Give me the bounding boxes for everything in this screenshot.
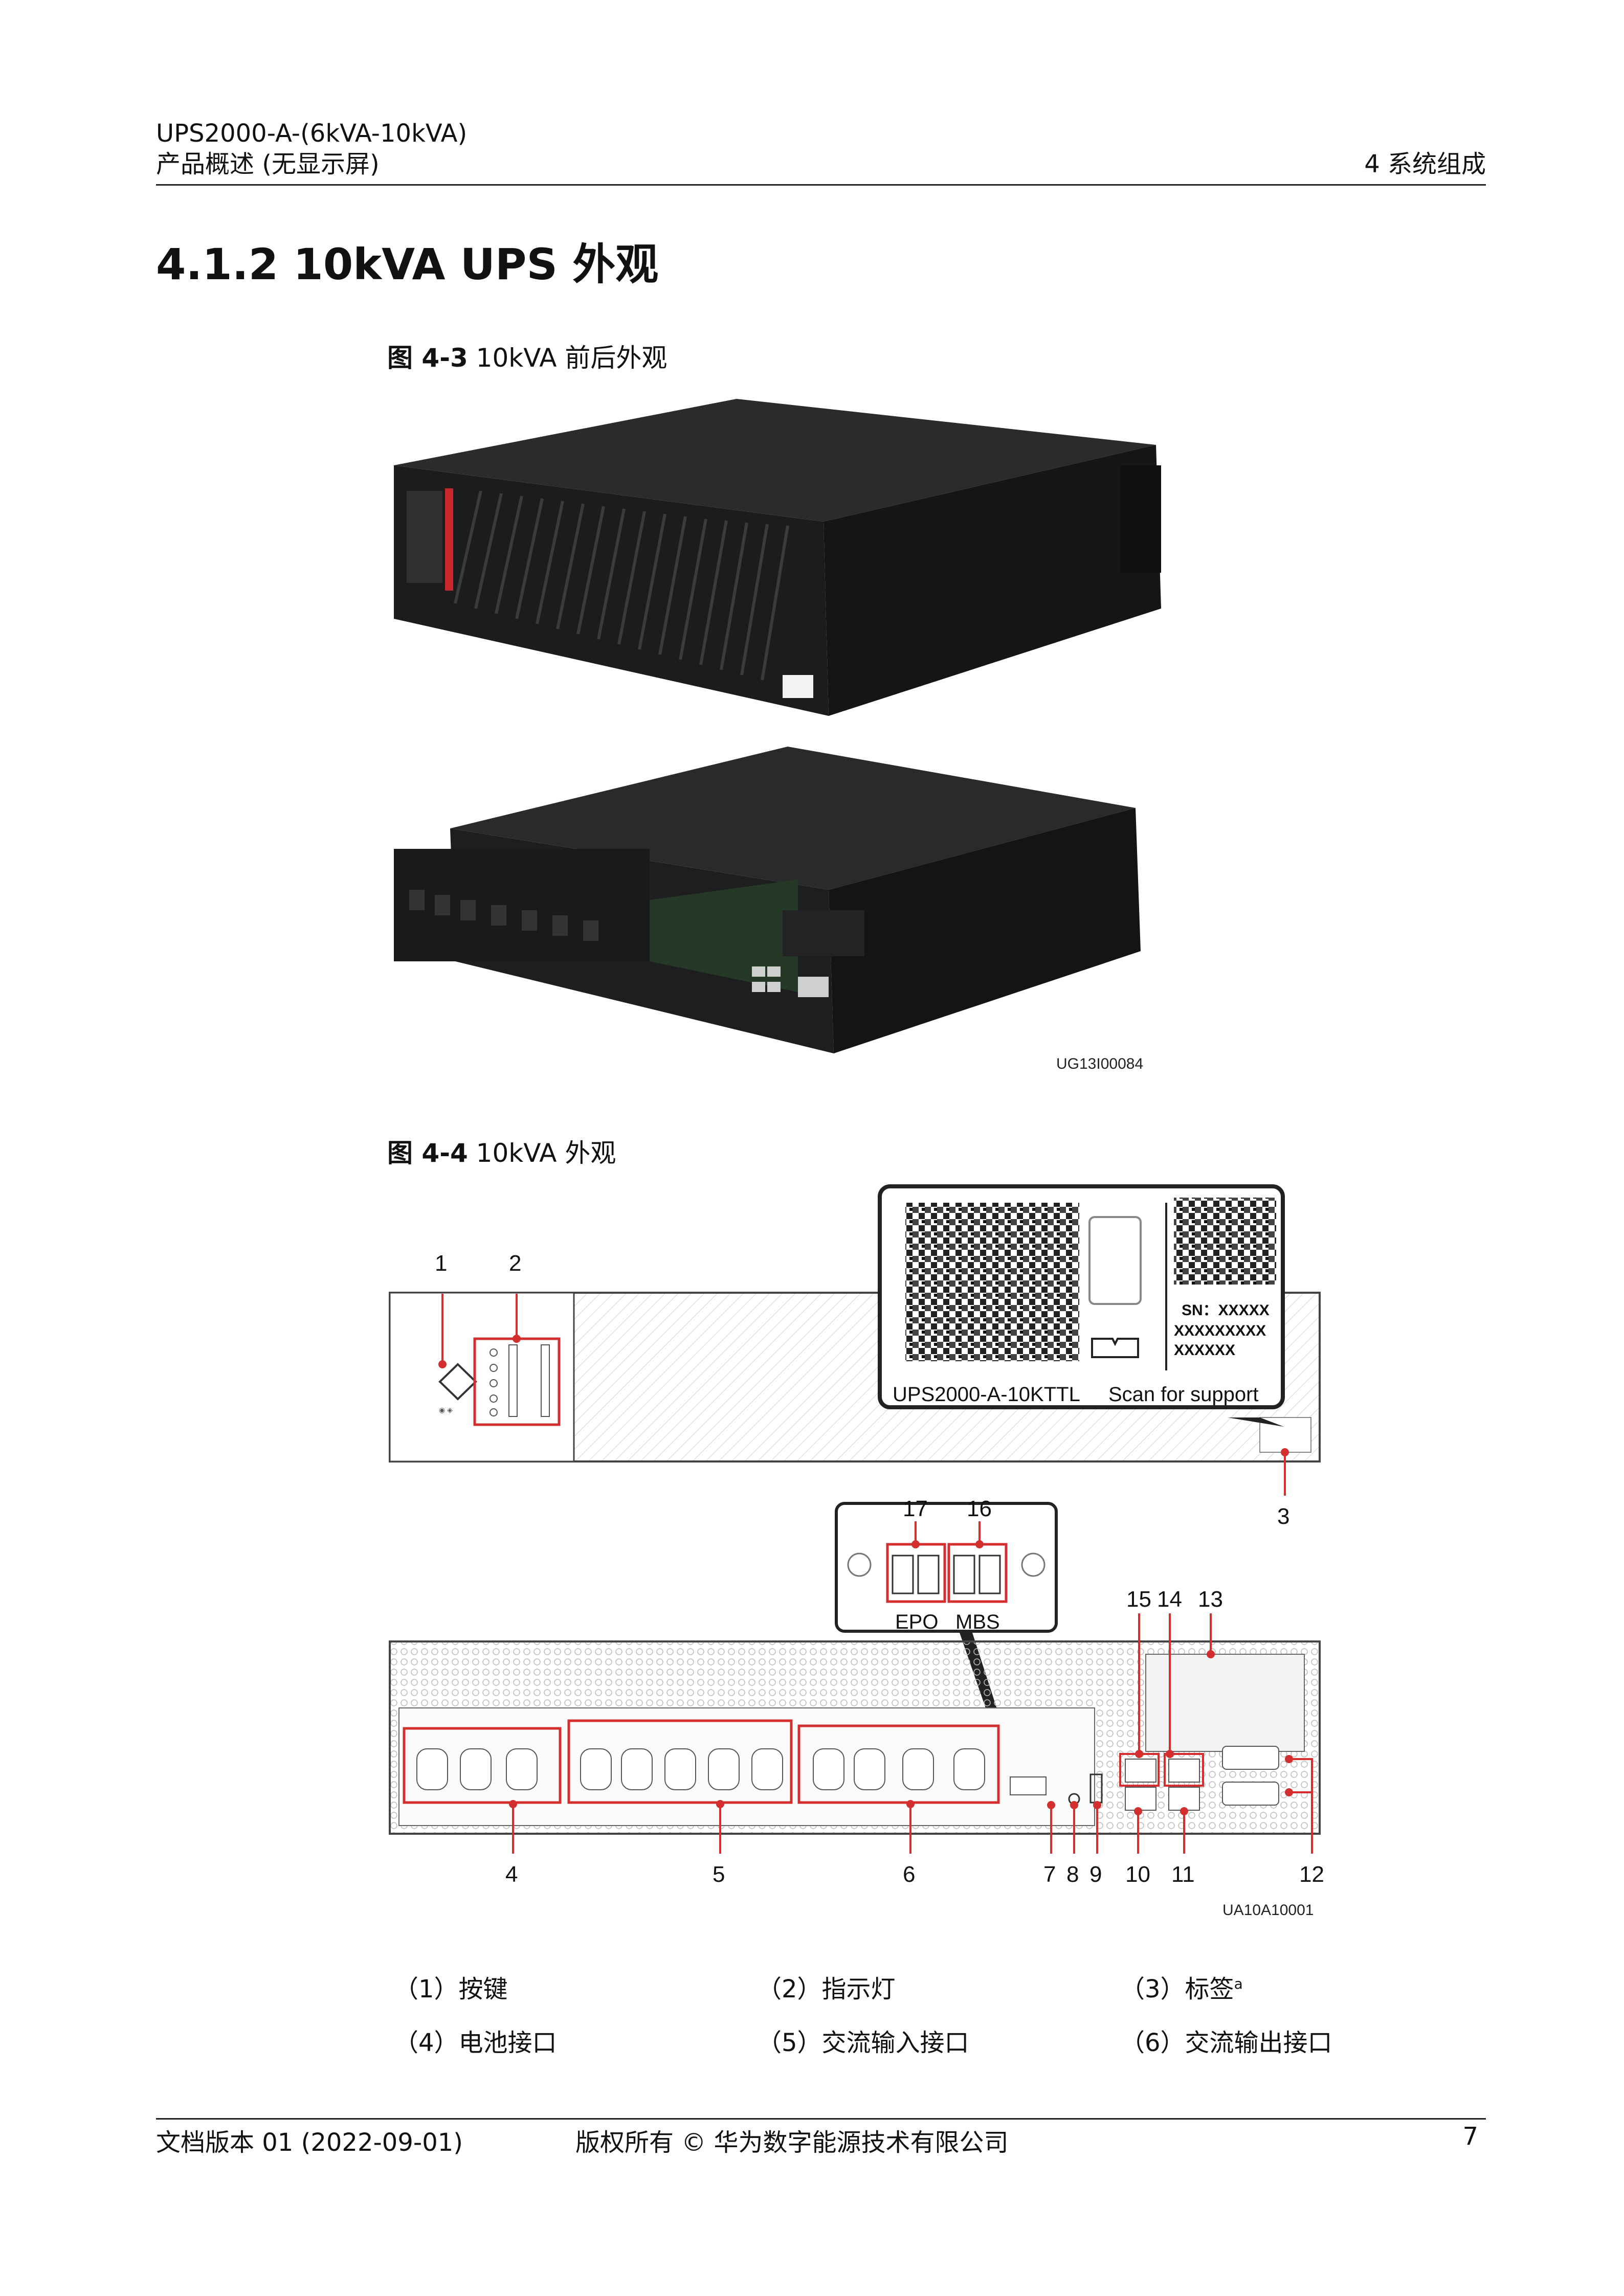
footer-page: 7 [1462,2122,1478,2151]
figure-4-4-caption: 图 4-4 10kVA 外观 [387,1133,616,1169]
ac-input-box [567,1719,793,1804]
figure-4-3-caption-text: 10kVA 前后外观 [476,343,668,373]
label-model: UPS2000-A-10KTTL [893,1383,1080,1406]
qr-code-right [1174,1198,1276,1285]
callout-11: 11 [1171,1862,1195,1887]
legend-item-3: （3）标签a [1120,1969,1243,2005]
figure-4-4-label: 图 4-4 [387,1138,468,1168]
phone-icon [1088,1216,1142,1305]
qr-code-left [905,1203,1079,1361]
callout-4: 4 [505,1862,518,1887]
callout-17: 17 [903,1496,928,1521]
label-sn-line2: XXXXXXXXX [1174,1322,1266,1339]
callout-1: 1 [435,1251,447,1276]
legend-item-6: （6）交流输出接口 [1120,2022,1332,2058]
figure-4-3-image-code: UG13I00084 [1056,1055,1143,1072]
callout-7: 7 [1043,1862,1056,1887]
header-rule [156,184,1486,186]
port-epo-label: EPO [895,1611,938,1633]
rear-panel [389,1640,1321,1835]
figure-4-3-image: UG13I00084 [394,399,1161,1072]
legend-text-2: 指示灯 [821,1975,896,2004]
ups-rear-view [394,747,1141,1053]
legend-num-5: （5） [757,2029,822,2057]
header-subtitle: 产品概述 (无显示屏) [156,150,380,178]
legend-item-2: （2）指示灯 [757,1969,896,2005]
legend-item-1: （1）按键 [394,1969,508,2005]
ac-output-box [797,1724,1000,1804]
callout-5: 5 [713,1862,725,1887]
port-mbs-label: MBS [955,1611,1000,1633]
legend-num-3: （3） [1120,1975,1185,2004]
book-icon [1091,1338,1139,1358]
callout-10: 10 [1125,1862,1150,1887]
section-title: 4.1.2 10kVA UPS 外观 [156,239,659,289]
legend-num-4: （4） [394,2029,459,2057]
legend-text-1: 按键 [458,1975,508,2004]
callout-3: 3 [1277,1504,1289,1529]
battery-port-box [403,1727,562,1804]
callout-14: 14 [1157,1587,1182,1612]
dry-contact-box [1164,1753,1204,1787]
label-sticker [1259,1417,1311,1453]
footer-rule [156,2118,1486,2120]
callout-13: 13 [1198,1587,1223,1612]
ups-front-view [394,399,1161,716]
figure-4-4-caption-text: 10kVA 外观 [476,1138,616,1168]
legend-num-6: （6） [1120,2029,1185,2057]
figure-4-4-image: ◉ ◈ SN：XXXXX XXXXXXXXX XXXXXX UPS2000-A-… [389,1184,1324,1919]
callout-6: 6 [903,1862,915,1887]
callout-9: 9 [1089,1862,1102,1887]
callout-2: 2 [509,1251,521,1276]
label-support: Scan for support [1108,1383,1259,1406]
footer-copyright: 版权所有 © 华为数字能源技术有限公司 [575,2128,1009,2157]
callout-15: 15 [1126,1587,1151,1612]
legend-num-1: （1） [394,1975,459,2004]
legend-item-5: （5）交流输入接口 [757,2022,969,2058]
callout-numbers: 1 2 3 4 5 6 7 8 9 10 11 12 13 14 15 16 1… [435,1251,1324,1887]
legend-item-4: （4）电池接口 [394,2022,557,2058]
legend-text-3: 标签 [1185,1975,1234,2004]
callout-12: 12 [1299,1862,1324,1887]
legend-text-5: 交流输入接口 [821,2029,969,2057]
figure-4-3-label: 图 4-3 [387,343,468,373]
callout-8: 8 [1066,1862,1079,1887]
button-hold-label: ◉ ◈ [439,1406,453,1414]
header-chapter: 4 系统组成 [1364,150,1486,178]
legend-text-6: 交流输出接口 [1185,2029,1332,2057]
label-zoom-callout: SN：XXXXX XXXXXXXXX XXXXXX UPS2000-A-10KT… [878,1184,1285,1427]
label-sn-line3: XXXXXX [1174,1342,1235,1359]
intelligent-card-slot [1145,1654,1305,1752]
figure-4-3-caption: 图 4-3 10kVA 前后外观 [387,337,667,374]
legend-num-2: （2） [757,1975,822,2004]
header-product: UPS2000-A-(6kVA-10kVA) [156,119,468,148]
callout-leaders [438,1294,1313,1854]
figure-4-4-image-code: UA10A10001 [1222,1902,1314,1919]
legend-text-4: 电池接口 [458,2029,557,2057]
callout-16: 16 [967,1496,992,1521]
footer-version: 文档版本 01 (2022-09-01) [156,2128,463,2157]
label-sn-line1: SN：XXXXX [1182,1302,1270,1319]
legend-sup-3: a [1234,1975,1243,1992]
